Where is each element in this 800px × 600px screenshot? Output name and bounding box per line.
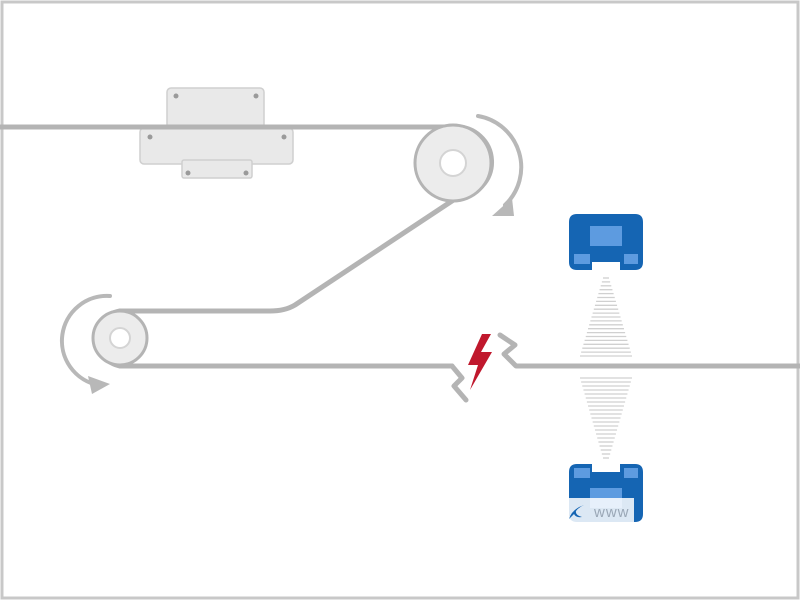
watermark-text: www	[594, 503, 630, 521]
belt-lower-run-left	[94, 308, 455, 369]
watermark-logo-icon	[569, 505, 584, 519]
belt-mount-bracket	[139, 87, 294, 179]
arrow-head-icon	[88, 376, 110, 394]
arrow-head-icon	[492, 198, 514, 216]
rotation-arrow-upper	[476, 114, 524, 216]
watermark: www	[562, 498, 634, 526]
screw-icon	[147, 134, 153, 140]
belt-lower-run-right	[497, 332, 800, 369]
sensor-beam-bottom	[580, 377, 632, 459]
screw-icon	[173, 93, 179, 99]
rotation-arrow-lower	[59, 293, 112, 394]
upper-pulley	[413, 123, 493, 203]
belt-tear-edge-left	[449, 363, 469, 403]
screw-icon	[185, 170, 191, 176]
lower-pulley	[91, 309, 149, 367]
screw-icon	[243, 170, 249, 176]
lightning-bolt-icon	[468, 334, 492, 390]
sensor-beam-top	[580, 277, 632, 357]
sensor-emitter	[569, 214, 643, 270]
screw-icon	[281, 134, 287, 140]
screw-icon	[253, 93, 259, 99]
